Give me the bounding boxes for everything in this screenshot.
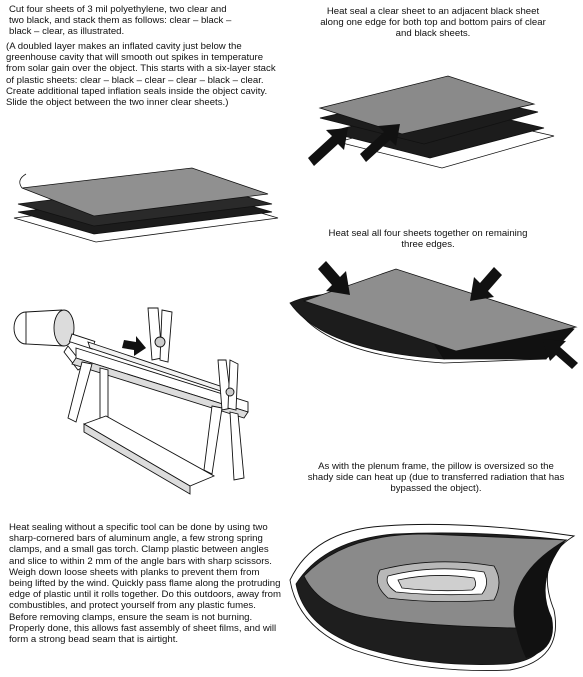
step3-caption: Heat seal all four sheets together on re… [328,228,528,251]
heat-seal-rig-illustration [12,298,267,498]
step1-intro-text: Cut four sheets of 3 mil polyethylene, t… [9,4,232,38]
spring-clamp-left [147,307,173,363]
plank [82,415,216,495]
perimeter-seal-illustration [284,255,583,380]
edge-seal-illustration [298,70,568,180]
sawhorse-legs [67,361,245,481]
seal-arrow-top-right [470,267,502,301]
heat-sealing-instructions: Heat sealing without a specific tool can… [9,522,281,646]
seal-arrow-right [360,124,400,162]
step1-note-text: (A doubled layer makes an inflated cavit… [6,41,276,109]
seal-arrow-bottom-right [542,339,578,369]
sheet-stack-illustration [10,160,280,250]
pillow-object [376,561,500,602]
seal-arrow-top-left [318,261,350,295]
pillow-illustration [284,500,580,675]
top-clear-sheet [21,167,269,217]
angle-bars [71,341,249,419]
step4-caption: As with the plenum frame, the pillow is … [307,461,565,495]
seal-arrow-left [308,128,348,166]
gas-torch [13,309,108,371]
step2-caption: Heat seal a clear sheet to an adjacent b… [320,6,546,40]
spring-clamp-right [217,359,239,411]
pointer-arrow [122,336,146,356]
